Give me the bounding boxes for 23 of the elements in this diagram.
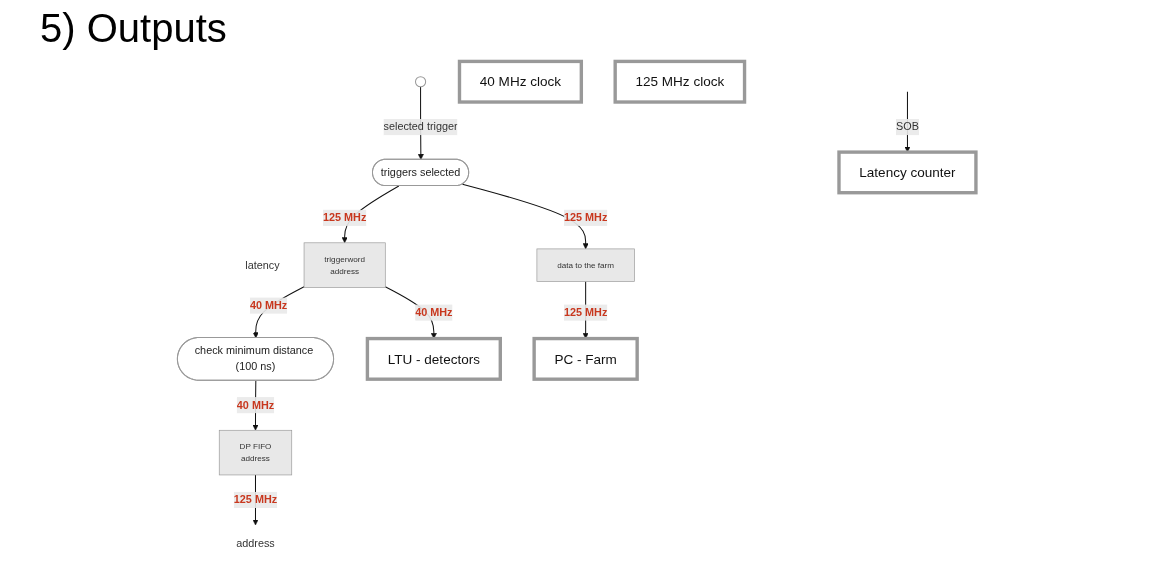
- edge-label: 125 MHz: [564, 306, 608, 318]
- node-circle: [415, 76, 427, 88]
- node-label: latency: [245, 259, 281, 271]
- edge-label: SOB: [896, 120, 920, 133]
- node-box: PC - Farm: [532, 336, 640, 381]
- node-box: DP FIFO address: [219, 429, 293, 476]
- edge-label: 125 MHz: [564, 211, 608, 224]
- arrow: [904, 91, 911, 153]
- node-box: 125 MHz clock: [613, 59, 747, 104]
- edge-label: 125 MHz: [323, 211, 367, 224]
- edge-label: 40 MHz: [250, 299, 288, 311]
- node-box: triggerword address: [304, 242, 386, 288]
- edge-label: 40 MHz: [237, 399, 275, 411]
- edge-label: selected trigger: [383, 120, 458, 133]
- node-box: LTU - detectors: [366, 336, 503, 381]
- node-box: 40 MHz clock: [458, 59, 584, 104]
- node-box: data to the farm: [536, 248, 636, 282]
- edge-label: 40 MHz: [415, 306, 453, 318]
- node-box: Latency counter: [837, 150, 978, 195]
- arrow: [462, 183, 589, 250]
- edge-label: 125 MHz: [234, 493, 278, 506]
- slide-title: 5) Outputs: [40, 6, 227, 52]
- node-text: address: [236, 537, 276, 549]
